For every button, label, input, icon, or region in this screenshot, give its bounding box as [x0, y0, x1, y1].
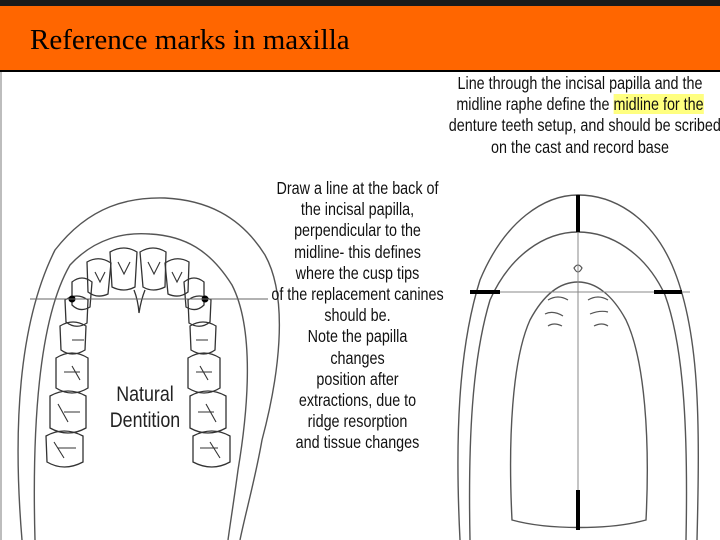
natural-dentition-label-line1: Natural: [116, 383, 174, 406]
midline-caption-line1: Line through the incisal papilla and the: [457, 73, 703, 93]
cusp-caption-line: where the cusp tips: [295, 262, 420, 283]
midline-caption-line2-plain: midline raphe define the: [456, 94, 614, 115]
left-border-rule: [0, 72, 2, 540]
midline-caption-highlight: midline for the: [613, 94, 704, 115]
cusp-caption-line: position after: [316, 368, 399, 389]
natural-dentition-label-line2: Dentition: [109, 409, 181, 432]
cusp-caption-line: should be.: [324, 305, 391, 326]
cast-inner-outline: [33, 232, 249, 540]
midline-caption: Line through the incisal papilla and the…: [448, 73, 720, 158]
cusp-caption-line: and tissue changes: [295, 432, 420, 453]
rugae-right: [587, 296, 609, 327]
incisal-papilla: [133, 289, 146, 314]
maxilla-illustration: [17, 194, 699, 540]
cusp-caption-line: perpendicular to the: [294, 220, 421, 241]
palate-vault-outline: [509, 281, 648, 529]
cusp-caption-line: midline- this defines: [294, 241, 421, 262]
cast-outer-outline: [17, 197, 281, 540]
midline-caption-line2: midline raphe define the midline for the: [449, 94, 711, 115]
teeth-row: [45, 247, 231, 468]
slide-title: Reference marks in maxilla: [30, 24, 350, 56]
cusp-caption-line: the incisal papilla,: [300, 199, 415, 220]
rugae-left: [544, 296, 569, 327]
papilla-edentulous: [573, 264, 583, 273]
cusp-caption-line: changes: [330, 347, 385, 368]
midline-caption-line4: on the cast and record base: [491, 136, 669, 157]
natural-dentition-label: Natural Dentition: [103, 382, 188, 434]
cusp-caption-line: Note the papilla: [307, 326, 408, 347]
natural-dentition-cast: [17, 197, 281, 540]
cusp-caption-line: Draw a line at the back of: [276, 178, 439, 198]
cusp-caption-line: of the replacement canines: [271, 284, 444, 305]
cusp-caption-line: extractions, due to: [298, 390, 417, 411]
title-bar: Reference marks in maxilla: [0, 0, 720, 72]
midline-caption-line3: denture teeth setup, and should be scrib…: [448, 115, 720, 136]
cusp-caption-line: ridge resorption: [307, 411, 408, 432]
tooth-fissures: [53, 261, 221, 459]
cusp-line-caption: Draw a line at the back of the incisal p…: [253, 178, 462, 454]
